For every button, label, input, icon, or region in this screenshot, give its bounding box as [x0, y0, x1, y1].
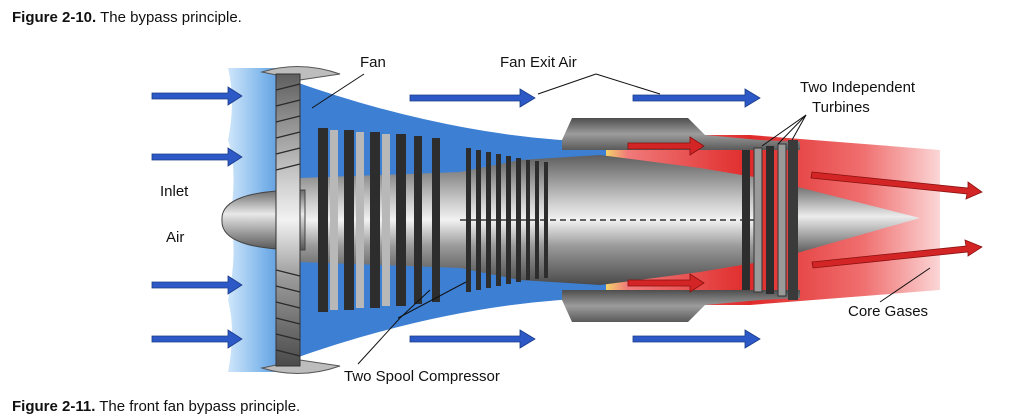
nacelle-lip-top — [260, 65, 341, 81]
label-two-independent: Two Independent — [800, 79, 916, 96]
leader-lines — [311, 73, 931, 365]
outer-cowl-bottom — [562, 290, 800, 322]
label-core-gases: Core Gases — [848, 303, 928, 320]
label-fan: Fan — [360, 54, 386, 71]
fan-rotor — [275, 73, 301, 367]
label-inlet: Inlet — [160, 183, 189, 200]
figure-title: The front fan bypass principle. — [95, 398, 301, 415]
label-two-spool-compressor: Two Spool Compressor — [344, 368, 500, 385]
label-turbines: Turbines — [812, 99, 870, 116]
fan-exit-air-arrows — [409, 88, 761, 349]
figure-number: Figure 2-11. — [12, 398, 96, 415]
turbine-stages — [742, 140, 798, 300]
label-fan-exit-air: Fan Exit Air — [500, 54, 577, 71]
low-pressure-compressor-highlights — [330, 130, 390, 310]
high-pressure-compressor — [466, 148, 548, 292]
exhaust-cone — [790, 185, 920, 255]
figure-title: The bypass principle. — [96, 9, 242, 26]
low-pressure-compressor — [318, 128, 440, 312]
nacelle-lip-bottom — [260, 359, 341, 375]
core-gas-arrows — [810, 171, 983, 269]
figure-caption-bottom: Figure 2-11. The front fan bypass princi… — [12, 398, 300, 415]
hot-gas-arrows — [627, 136, 705, 293]
figure-caption-top: Figure 2-10. The bypass principle. — [12, 9, 242, 26]
label-air: Air — [166, 229, 184, 246]
outer-cowl-top — [562, 118, 800, 150]
inlet-air-arrows — [151, 86, 243, 349]
figure-number: Figure 2-10. — [12, 9, 97, 26]
